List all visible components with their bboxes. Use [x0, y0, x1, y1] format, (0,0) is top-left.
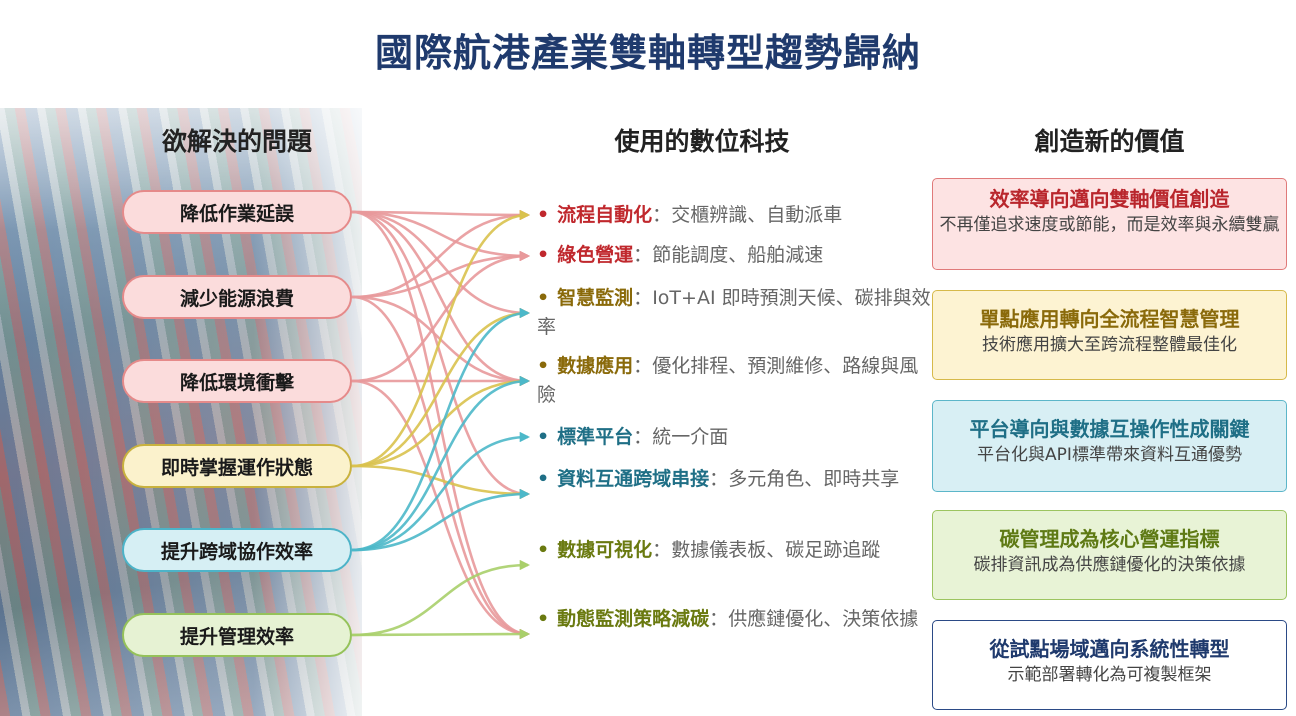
value-card: 從試點場域邁向系統性轉型 示範部署轉化為可複製框架 — [932, 620, 1287, 710]
connector-line — [351, 209, 531, 221]
column-header-problems: 欲解決的問題 — [161, 127, 312, 156]
value-desc: 平台化與API標準帶來資料互通優勢 — [977, 445, 1242, 465]
connector-line — [351, 488, 531, 552]
value-title: 單點應用轉向全流程智慧管理 — [979, 307, 1240, 331]
technology-item: • 標準平台：統一介面 — [537, 423, 932, 452]
value-title: 平台導向與數據互操作性成關鍵 — [969, 417, 1250, 441]
column-header-value: 創造新的價值 — [1034, 127, 1185, 156]
technology-item: • 資料互通跨域串接：多元角色、即時共享 — [537, 465, 932, 494]
value-desc: 碳排資訊成為供應鏈優化的決策依據 — [973, 555, 1246, 575]
connector-line — [351, 210, 531, 387]
technology-item: • 動態監測策略減碳：供應鏈優化、決策依據 — [537, 605, 932, 634]
connector-line — [351, 375, 531, 468]
technology-separator: ： — [652, 539, 672, 561]
bullet: • — [537, 244, 550, 266]
technology-name: 流程自動化 — [557, 204, 653, 226]
problem-node: 減少能源浪費 — [122, 275, 352, 319]
technology-desc: IoT+AI 即時預測天候、碳排與效率 — [537, 287, 931, 338]
value-card: 碳管理成為核心營運指標 碳排資訊成為供應鏈優化的決策依據 — [932, 510, 1287, 600]
connector-line — [351, 209, 531, 468]
connector-line — [351, 250, 531, 299]
technology-separator: ： — [633, 426, 653, 448]
column-header-technology: 使用的數位科技 — [614, 127, 790, 156]
technology-name: 綠色營運 — [557, 244, 634, 266]
value-desc: 技術應用擴大至跨流程整體最佳化 — [982, 335, 1237, 355]
technology-desc: 優化排程、預測維修、路線與風險 — [537, 355, 919, 406]
technology-item: • 綠色營運：節能調度、船舶減速 — [537, 241, 932, 270]
technology-desc: 統一介面 — [652, 426, 729, 448]
problem-node: 降低作業延誤 — [122, 190, 352, 234]
technology-name: 標準平台 — [557, 426, 634, 448]
bullet: • — [537, 355, 550, 377]
connector-line — [351, 431, 531, 552]
technology-name: 動態監測策略減碳 — [557, 608, 710, 630]
value-title: 從試點場域邁向系統性轉型 — [989, 637, 1230, 661]
technology-desc: 多元角色、即時共享 — [728, 468, 900, 490]
value-desc: 不再僅追求速度或節能，而是效率與永續雙贏 — [939, 215, 1280, 235]
connector-line — [351, 307, 531, 552]
connector-line — [351, 295, 531, 387]
bullet: • — [537, 204, 550, 226]
connector-line — [351, 210, 531, 319]
connector-line — [351, 307, 531, 468]
technology-desc: 節能調度、船舶減速 — [652, 244, 824, 266]
technology-separator: ： — [652, 204, 672, 226]
connector-line — [351, 250, 531, 383]
technology-separator: ： — [709, 468, 729, 490]
value-card: 單點應用轉向全流程智慧管理 技術應用擴大至跨流程整體最佳化 — [932, 290, 1287, 380]
problem-node: 降低環境衝擊 — [122, 359, 352, 403]
connector-line — [351, 559, 531, 637]
connector-line — [351, 628, 531, 640]
value-title: 效率導向邁向雙軸價值創造 — [989, 187, 1230, 211]
bullet: • — [537, 468, 550, 490]
technology-name: 數據應用 — [557, 355, 634, 377]
connector-line — [351, 379, 531, 640]
connector-line — [351, 210, 531, 640]
connector-line — [351, 375, 531, 552]
page-title: 國際航港產業雙軸轉型趨勢歸納 — [374, 31, 921, 75]
technology-separator: ： — [709, 608, 729, 630]
technology-name: 數據可視化 — [557, 539, 653, 561]
connector-line — [351, 464, 531, 500]
technology-desc: 交櫃辨識、自動派車 — [671, 204, 843, 226]
connector-line — [351, 209, 531, 299]
technology-item: • 智慧監測：IoT+AI 即時預測天候、碳排與效率 — [537, 284, 932, 342]
technology-item: • 數據可視化：數據儀表板、碳足跡追蹤 — [537, 536, 932, 565]
technology-separator: ： — [633, 287, 653, 309]
bullet: • — [537, 426, 550, 448]
problem-node: 提升跨域協作效率 — [122, 528, 352, 572]
technology-desc: 供應鏈優化、決策依據 — [728, 608, 919, 630]
technology-desc: 數據儀表板、碳足跡追蹤 — [671, 539, 881, 561]
bullet: • — [537, 287, 550, 309]
value-card: 效率導向邁向雙軸價值創造 不再僅追求速度或節能，而是效率與永續雙贏 — [932, 178, 1287, 270]
technology-name: 智慧監測 — [557, 287, 634, 309]
technology-item: • 數據應用：優化排程、預測維修、路線與風險 — [537, 352, 932, 410]
problem-node: 提升管理效率 — [122, 613, 352, 657]
value-title: 碳管理成為核心營運指標 — [999, 527, 1220, 551]
technology-item: • 流程自動化：交櫃辨識、自動派車 — [537, 201, 932, 230]
value-desc: 示範部署轉化為可複製框架 — [1007, 665, 1212, 685]
bullet: • — [537, 608, 550, 630]
technology-separator: ： — [633, 355, 653, 377]
connector-line — [351, 210, 531, 262]
problem-node: 即時掌握運作狀態 — [122, 444, 352, 488]
technology-separator: ： — [633, 244, 653, 266]
bullet: • — [537, 539, 550, 561]
connector-line — [351, 295, 531, 640]
connector-line — [351, 210, 531, 500]
technology-name: 資料互通跨域串接 — [557, 468, 710, 490]
value-card: 平台導向與數據互操作性成關鍵 平台化與API標準帶來資料互通優勢 — [932, 400, 1287, 492]
